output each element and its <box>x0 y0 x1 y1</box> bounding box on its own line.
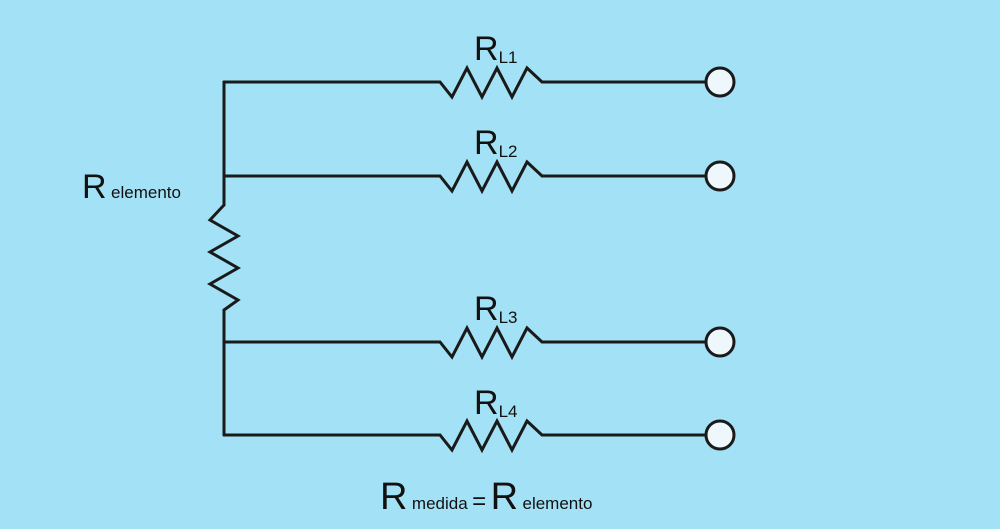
lead-resistor-subscript: L2 <box>498 142 518 161</box>
lead-resistor-symbol: R <box>474 384 499 422</box>
lead-resistor-label-3: RL3 <box>474 292 517 326</box>
lead-resistor-symbol: R <box>474 124 499 162</box>
lead-resistor-symbol: R <box>474 30 499 68</box>
equation-equals: = <box>472 488 487 515</box>
terminal-2 <box>704 160 736 192</box>
equation-rhs-subscript: elemento <box>522 494 593 513</box>
element-resistor-symbol <box>206 203 242 312</box>
terminal-3 <box>704 326 736 358</box>
element-resistor-symbol-text: R <box>82 168 107 206</box>
terminal-4 <box>704 419 736 451</box>
lead-resistor-subscript: L4 <box>498 402 518 421</box>
lead-wire-4 <box>222 417 708 454</box>
lead-resistor-subscript: L1 <box>498 48 518 67</box>
equation-lhs-symbol: R <box>380 476 408 518</box>
measurement-equation: R medida = R elemento <box>380 478 592 516</box>
equation-lhs-subscript: medida <box>411 494 468 513</box>
terminal-1 <box>704 66 736 98</box>
lead-resistor-symbol: R <box>474 290 499 328</box>
lead-resistor-label-1: RL1 <box>474 32 517 66</box>
lead-resistor-label-2: RL2 <box>474 126 517 160</box>
element-resistor-subscript: elemento <box>111 183 181 202</box>
lead-wire-3 <box>222 324 708 361</box>
equation-rhs-symbol: R <box>490 476 519 518</box>
element-resistor-label: R elemento <box>82 170 181 204</box>
lead-wire-1 <box>222 64 708 101</box>
lead-resistor-label-4: RL4 <box>474 386 517 420</box>
lead-resistor-subscript: L3 <box>498 308 518 327</box>
lead-wire-2 <box>222 158 708 195</box>
